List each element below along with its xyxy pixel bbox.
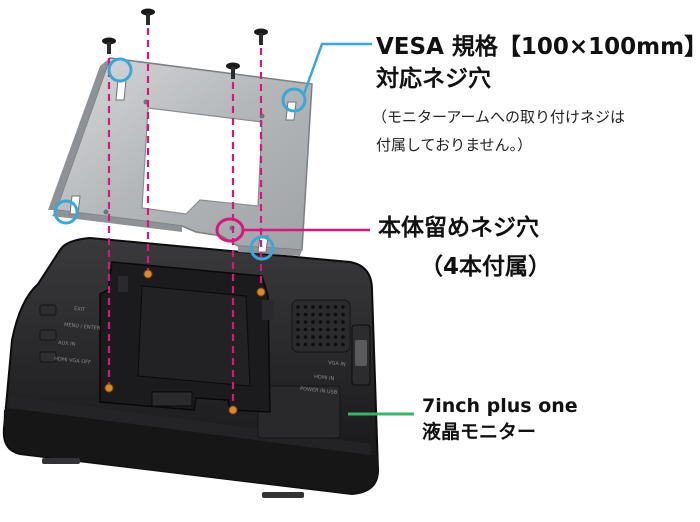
- hdmi-in-label: HDMI IN: [314, 374, 335, 382]
- screw-2: [102, 37, 116, 54]
- grille-hole: [296, 305, 300, 309]
- grille-hole: [333, 342, 338, 347]
- exit-label: EXIT: [74, 306, 87, 313]
- grille-hole: [326, 342, 330, 347]
- grille-hole: [333, 305, 338, 309]
- grille-hole: [326, 320, 330, 324]
- vesa-note-line2: 付属しておりません。）: [376, 136, 533, 154]
- monitor-screw-holes: [104, 269, 266, 415]
- grille-hole: [341, 342, 345, 347]
- grille-hole: [296, 342, 300, 347]
- monitor-back-cover: [99, 261, 274, 413]
- grille-hole: [341, 312, 345, 317]
- grille-hole: [333, 320, 338, 324]
- grille-hole: [311, 312, 315, 317]
- screw-1: [141, 8, 155, 25]
- grille-hole: [333, 327, 338, 332]
- grille-hole: [333, 312, 338, 317]
- grille-hole: [333, 335, 338, 339]
- grille-hole: [296, 320, 300, 324]
- grille-hole: [326, 312, 330, 317]
- grille-hole: [311, 320, 315, 324]
- grille-hole: [318, 335, 323, 339]
- grille-hole: [318, 327, 323, 332]
- body-holes-callout-subtitle: （4本付属）: [420, 254, 552, 280]
- grille-hole: [311, 342, 315, 347]
- screws: [102, 8, 268, 79]
- grille-hole: [341, 335, 345, 339]
- aux-in-label: AUX IN: [58, 340, 76, 348]
- grille-hole: [303, 320, 308, 324]
- hdmi-vga-off-label: HDMI VGA OFF: [54, 356, 92, 366]
- grille-hole: [296, 312, 300, 317]
- grille-hole: [303, 312, 308, 317]
- grille-hole: [341, 305, 345, 309]
- monitor-callout-subtitle: 液晶モニター: [422, 421, 537, 443]
- grille-hole: [311, 335, 315, 339]
- vesa-bracket: [48, 57, 313, 256]
- grille-hole: [296, 335, 300, 339]
- body-holes-callout-title: 本体留めネジ穴: [378, 215, 539, 241]
- grille-hole: [303, 327, 308, 332]
- grille-hole: [326, 305, 330, 309]
- body-hole-marker: [215, 217, 370, 243]
- speaker-grille: [291, 299, 351, 353]
- grille-hole: [341, 320, 345, 324]
- grille-hole: [303, 335, 308, 339]
- monitor-callout-title: 7inch plus one: [422, 395, 578, 417]
- grille-hole: [303, 305, 308, 309]
- vesa-hole-markers: [53, 42, 372, 261]
- grille-hole: [318, 305, 323, 309]
- grille-hole: [326, 335, 330, 339]
- grille-hole: [303, 342, 308, 347]
- vesa-callout-subtitle: 対応ネジ穴: [376, 66, 491, 92]
- vesa-callout-title: VESA 規格【100×100mm】: [376, 34, 700, 60]
- menu-enter-label: MENU / ENTER: [64, 322, 101, 332]
- grille-hole: [311, 327, 315, 332]
- grille-hole: [318, 342, 323, 347]
- vesa-note-line1: （モニターアームへの取り付けネジは: [372, 108, 626, 126]
- screw-3: [254, 28, 268, 45]
- grille-hole: [296, 327, 300, 332]
- screw-4: [226, 62, 240, 79]
- grille-hole: [318, 312, 323, 317]
- grille-hole: [341, 327, 345, 332]
- grille-hole: [311, 305, 315, 309]
- grille-hole: [318, 320, 323, 324]
- grille-hole: [326, 327, 330, 332]
- vga-in-label: VGA IN: [328, 360, 346, 368]
- power-in-usb-label: POWER IN USB: [300, 386, 338, 396]
- side-buttons: [39, 304, 57, 363]
